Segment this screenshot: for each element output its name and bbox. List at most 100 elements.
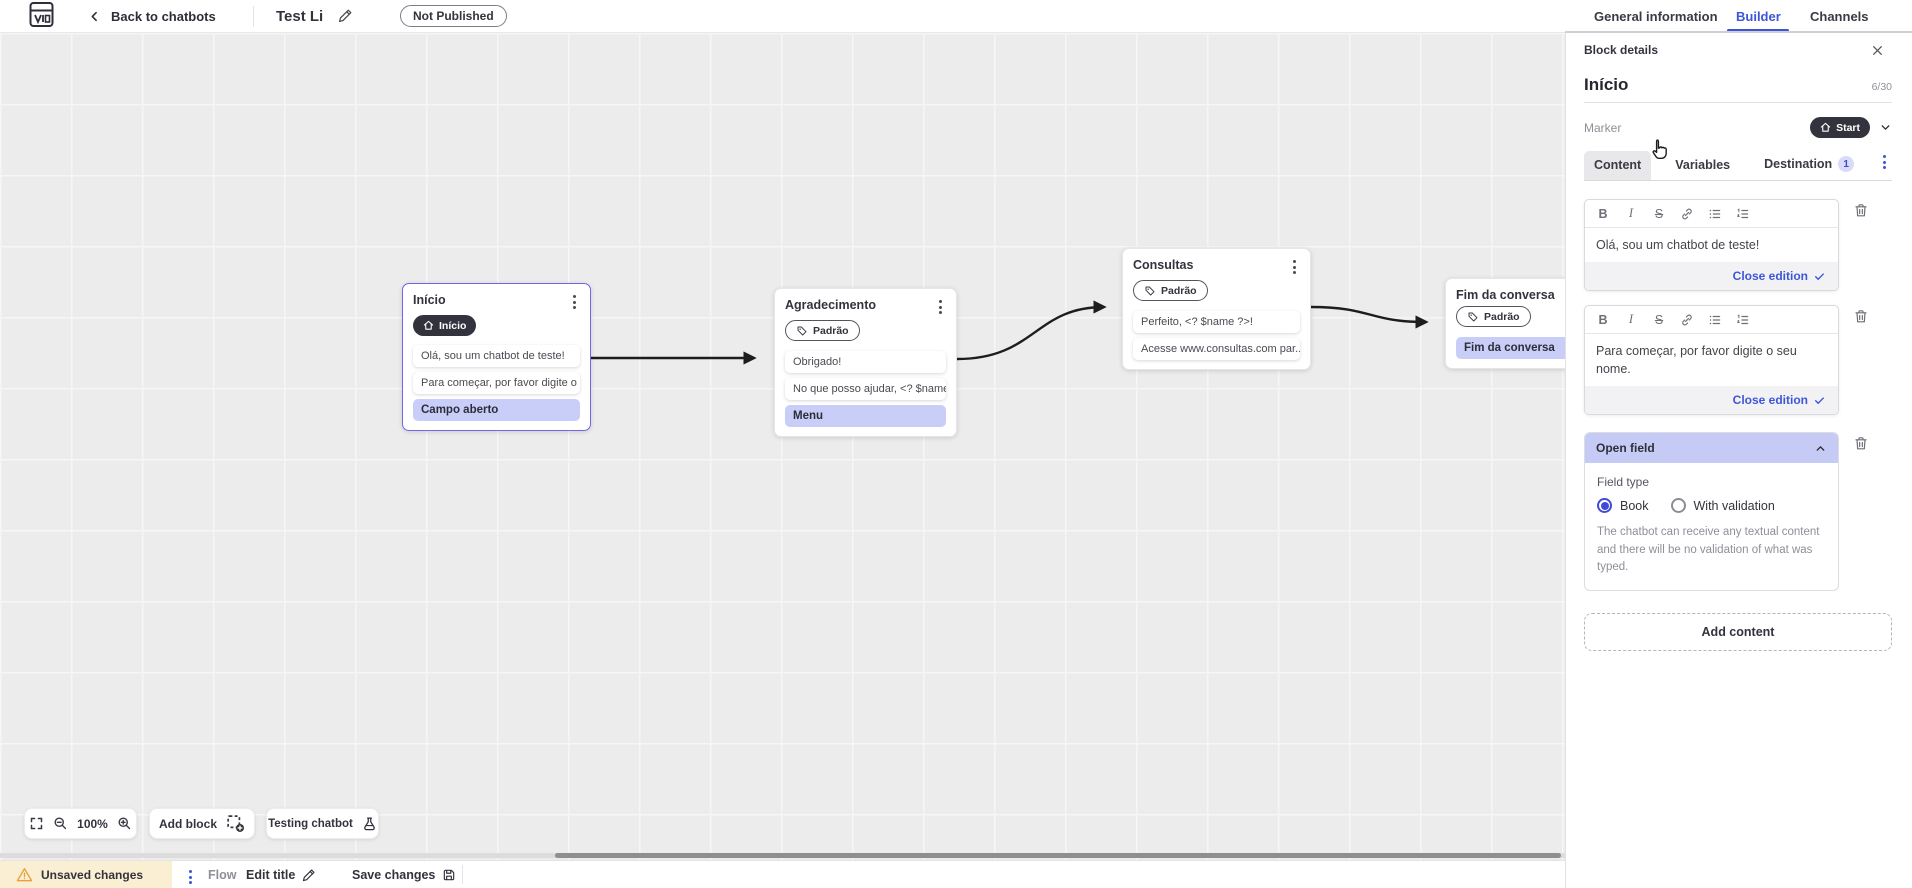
trash-icon[interactable] xyxy=(1853,202,1869,219)
block-menu-icon[interactable] xyxy=(569,293,580,311)
bullet-list-icon[interactable] xyxy=(1703,309,1727,331)
close-edition-button[interactable]: Close edition xyxy=(1733,393,1826,407)
strikethrough-icon[interactable]: S xyxy=(1654,206,1664,221)
unsaved-changes-indicator: Unsaved changes xyxy=(0,861,172,888)
tab-builder[interactable]: Builder xyxy=(1736,9,1781,24)
add-content-button[interactable]: Add content xyxy=(1584,613,1892,652)
zoom-out-icon[interactable] xyxy=(53,816,68,831)
close-icon[interactable] xyxy=(1871,44,1884,57)
tab-destination[interactable]: Destination 1 xyxy=(1754,149,1864,180)
bold-icon[interactable]: B xyxy=(1598,312,1608,327)
panel-tabs: Content Variables Destination 1 xyxy=(1584,151,1892,181)
block-message-row[interactable]: Perfeito, <? $name ?>! xyxy=(1133,310,1300,333)
field-type-label: Field type xyxy=(1597,475,1650,490)
statusbar: Unsaved changes Flow Edit title Save cha… xyxy=(0,860,1565,888)
text-editor[interactable]: B I S Olá, sou um chatbot de teste! xyxy=(1584,199,1839,292)
testing-chatbot-button[interactable]: Testing chatbot xyxy=(266,808,379,839)
block-end-row[interactable]: Fim da conversa xyxy=(1456,336,1565,359)
link-icon[interactable] xyxy=(1675,309,1699,331)
panel-tabs-menu-icon[interactable] xyxy=(1879,153,1890,171)
tag-icon xyxy=(797,326,807,335)
tab-general-information[interactable]: General information xyxy=(1594,9,1718,24)
block-message-row[interactable]: Acesse www.consultas.com par... xyxy=(1133,337,1300,360)
flow-mode-label[interactable]: Flow xyxy=(208,867,237,882)
save-changes-button[interactable]: Save changes xyxy=(352,861,456,888)
radio-with-validation[interactable]: With validation xyxy=(1670,498,1775,514)
block-menu-icon[interactable] xyxy=(1289,258,1300,276)
bold-icon[interactable]: B xyxy=(1598,206,1608,221)
panel-top-border xyxy=(1565,31,1912,33)
tab-channels[interactable]: Channels xyxy=(1810,9,1869,24)
content-item: Open field Field type Book With validati… xyxy=(1584,432,1892,592)
block-title: Agradecimento xyxy=(785,298,876,312)
block-menu-icon[interactable] xyxy=(935,298,946,316)
bullet-list-icon[interactable] xyxy=(1703,203,1727,225)
panel-title: Block details xyxy=(1584,43,1659,57)
block-name-input[interactable]: Início xyxy=(1584,75,1629,94)
content-item: B I S Olá, sou um chatbot de teste! xyxy=(1584,199,1892,292)
topbar-divider xyxy=(253,6,254,27)
strikethrough-icon[interactable]: S xyxy=(1654,312,1664,327)
italic-icon[interactable]: I xyxy=(1628,206,1634,220)
block-title: Fim da conversa xyxy=(1456,288,1555,302)
tab-variables[interactable]: Variables xyxy=(1675,158,1731,172)
warning-icon xyxy=(16,868,33,882)
block-message-row[interactable]: Para começar, por favor digite o ... xyxy=(413,372,580,394)
message-text[interactable]: Olá, sou um chatbot de teste! xyxy=(1596,238,1760,252)
add-block-icon xyxy=(226,814,245,833)
flow-block-inicio[interactable]: Início Início Olá, sou um chatbot de tes… xyxy=(402,283,591,431)
radio-book[interactable]: Book xyxy=(1597,498,1649,514)
app-logo xyxy=(28,2,55,29)
zoom-in-icon[interactable] xyxy=(117,816,132,831)
block-message-row[interactable]: Obrigado! xyxy=(785,350,946,373)
flow-canvas[interactable]: Início Início Olá, sou um chatbot de tes… xyxy=(0,33,1565,860)
flow-block-agradecimento[interactable]: Agradecimento Padrão Obrigado! No que po… xyxy=(774,288,957,437)
chevron-down-icon[interactable] xyxy=(1879,121,1892,134)
numbered-list-icon[interactable] xyxy=(1731,309,1755,331)
not-published-badge: Not Published xyxy=(400,5,507,27)
numbered-list-icon[interactable] xyxy=(1731,203,1755,225)
pencil-icon xyxy=(303,868,315,881)
block-open-field-row[interactable]: Campo aberto xyxy=(413,399,580,421)
tab-content[interactable]: Content xyxy=(1584,151,1652,180)
canvas-hscroll-thumb[interactable] xyxy=(555,853,1561,858)
trash-icon[interactable] xyxy=(1853,435,1869,452)
tag-icon xyxy=(1468,312,1478,321)
message-text[interactable]: Para começar, por favor digite o seu nom… xyxy=(1596,344,1797,377)
start-marker-pill: Início xyxy=(413,315,477,336)
link-icon[interactable] xyxy=(1675,203,1699,225)
edit-title-icon[interactable] xyxy=(338,8,353,23)
open-field-card: Open field Field type Book With validati… xyxy=(1584,432,1839,592)
trash-icon[interactable] xyxy=(1853,308,1869,325)
char-counter: 6/30 xyxy=(1871,81,1892,93)
radio-selected-icon xyxy=(1597,498,1612,514)
padrao-marker-pill: Padrão xyxy=(1456,306,1531,327)
marker-start-pill[interactable]: Start xyxy=(1810,117,1870,138)
add-block-button[interactable]: Add block xyxy=(149,808,255,839)
zoom-level: 100% xyxy=(77,816,108,831)
flask-icon xyxy=(362,816,377,832)
fullscreen-icon[interactable] xyxy=(29,816,44,831)
block-details-panel: Block details Início 6/30 Marker Start C… xyxy=(1565,33,1912,888)
block-message-row[interactable]: No que posso ajudar, <? $name ... xyxy=(785,377,946,400)
field-type-description: The chatbot can receive any textual cont… xyxy=(1597,526,1820,573)
close-edition-button[interactable]: Close edition xyxy=(1733,269,1826,283)
zoom-controls: 100% xyxy=(24,808,137,839)
chevron-left-icon xyxy=(91,11,97,22)
flow-block-consultas[interactable]: Consultas Padrão Perfeito, <? $name ?>! … xyxy=(1122,248,1311,370)
back-to-chatbots-button[interactable]: Back to chatbots xyxy=(88,0,216,33)
active-tab-underline xyxy=(1727,29,1789,32)
text-editor[interactable]: B I S Para começar, por favor digite o s… xyxy=(1584,305,1839,416)
padrao-marker-pill: Padrão xyxy=(1133,280,1208,301)
edit-title-button[interactable]: Edit title xyxy=(246,861,316,888)
block-message-row[interactable]: Olá, sou um chatbot de teste! xyxy=(413,345,580,367)
flow-block-fim-da-conversa[interactable]: Fim da conversa Padrão Fim da conversa xyxy=(1445,278,1565,369)
open-field-header[interactable]: Open field xyxy=(1585,433,1838,464)
statusbar-menu-icon[interactable] xyxy=(185,868,196,886)
block-menu-row[interactable]: Menu xyxy=(785,404,946,427)
statusbar-divider xyxy=(462,865,463,884)
italic-icon[interactable]: I xyxy=(1628,312,1634,327)
block-title: Consultas xyxy=(1133,258,1194,272)
back-label: Back to chatbots xyxy=(111,9,216,24)
